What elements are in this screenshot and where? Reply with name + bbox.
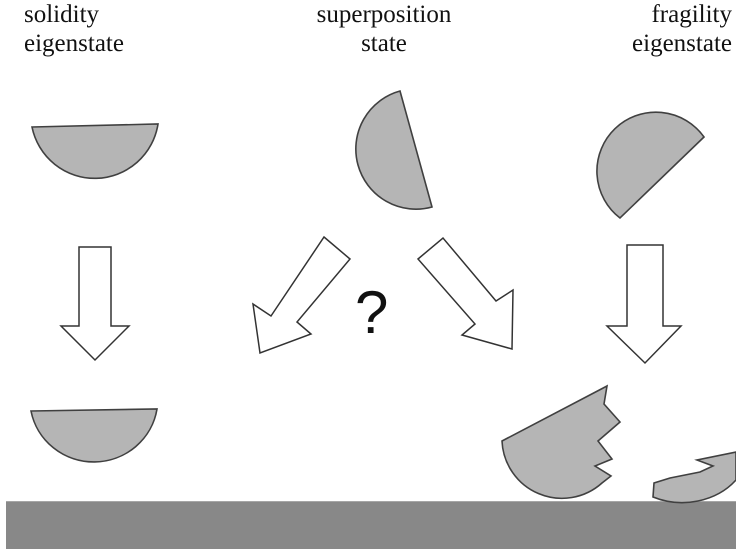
superposition-bowl bbox=[355, 90, 433, 210]
ground-surface bbox=[6, 501, 736, 549]
superposition-label-line2: state bbox=[361, 30, 407, 57]
fragility-label-line2: eigenstate bbox=[632, 30, 732, 57]
left-diagonal-arrow bbox=[252, 235, 352, 355]
solidity-label-line2: eigenstate bbox=[24, 30, 124, 57]
fragility-bowl-top bbox=[596, 111, 706, 220]
broken-bowl-left-shard bbox=[501, 384, 622, 500]
solidity-down-arrow bbox=[59, 246, 131, 362]
superposition-label-line1: superposition bbox=[316, 1, 452, 28]
fragility-label-line1: fragility bbox=[651, 1, 732, 28]
superposition-state-label: superposition state bbox=[309, 0, 459, 58]
solidity-label-line1: solidity bbox=[24, 1, 100, 28]
solidity-bowl-top bbox=[31, 123, 159, 180]
fragility-eigenstate-label: fragility eigenstate bbox=[632, 0, 732, 58]
solidity-bowl-bottom bbox=[30, 408, 158, 463]
solidity-eigenstate-label: solidity eigenstate bbox=[24, 0, 124, 58]
broken-bowl-right-shard bbox=[652, 451, 736, 504]
fragility-down-arrow bbox=[605, 244, 683, 365]
question-mark: ? bbox=[355, 279, 389, 346]
right-diagonal-arrow bbox=[416, 236, 514, 350]
